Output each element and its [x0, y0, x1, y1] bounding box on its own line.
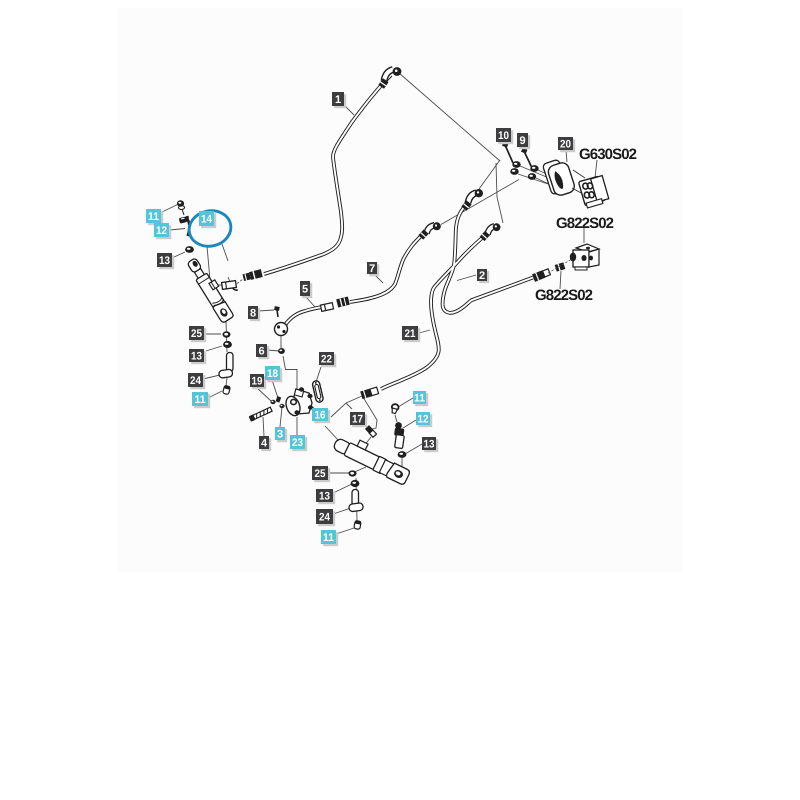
svg-text:12: 12: [156, 225, 167, 237]
svg-text:13: 13: [319, 491, 330, 503]
svg-text:13: 13: [191, 351, 202, 363]
svg-text:3: 3: [277, 429, 283, 441]
svg-text:11: 11: [414, 393, 425, 405]
svg-text:6: 6: [258, 346, 264, 358]
svg-text:22: 22: [321, 354, 332, 366]
svg-text:G630S02: G630S02: [579, 146, 637, 163]
svg-text:11: 11: [148, 211, 159, 223]
svg-text:5: 5: [302, 284, 308, 296]
svg-text:2: 2: [479, 270, 485, 282]
svg-text:13: 13: [159, 255, 170, 267]
svg-text:G822S02: G822S02: [556, 215, 614, 232]
svg-text:20: 20: [560, 139, 571, 151]
svg-text:13: 13: [424, 439, 435, 451]
svg-text:24: 24: [319, 512, 331, 524]
svg-text:25: 25: [315, 468, 326, 480]
svg-text:11: 11: [323, 532, 334, 544]
svg-text:10: 10: [498, 130, 509, 142]
svg-text:24: 24: [190, 375, 202, 387]
svg-text:21: 21: [405, 328, 416, 340]
svg-text:18: 18: [267, 368, 278, 380]
svg-text:7: 7: [369, 263, 375, 275]
svg-text:14: 14: [201, 214, 213, 226]
svg-text:16: 16: [315, 410, 326, 422]
svg-text:G822S02: G822S02: [535, 287, 593, 304]
svg-text:4: 4: [261, 438, 268, 450]
svg-text:1: 1: [335, 94, 341, 106]
svg-text:25: 25: [191, 328, 202, 340]
svg-text:9: 9: [519, 135, 525, 147]
svg-text:17: 17: [352, 414, 363, 426]
svg-text:19: 19: [252, 376, 263, 388]
svg-text:23: 23: [292, 437, 303, 449]
svg-text:12: 12: [418, 414, 429, 426]
svg-text:11: 11: [195, 394, 206, 406]
svg-text:8: 8: [250, 308, 256, 320]
